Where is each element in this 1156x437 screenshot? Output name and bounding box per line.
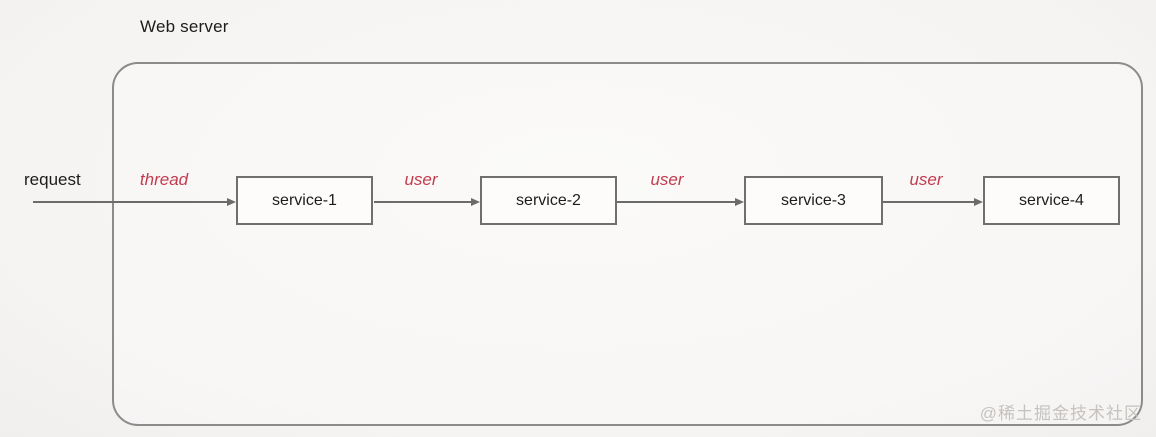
node-service-4: service-4 (983, 176, 1120, 225)
arrow-service-2-to-service-3 (613, 197, 744, 206)
edge-label-user-3: user (909, 170, 943, 189)
arrow-service-3-to-service-4 (883, 197, 983, 206)
node-service-2: service-2 (480, 176, 617, 225)
node-service-3: service-3 (744, 176, 883, 225)
edge-label-user-2: user (650, 170, 684, 189)
arrow-service-1-to-service-2 (374, 197, 480, 206)
request-label: request (24, 170, 81, 189)
arrow-request-to-service-1 (33, 197, 236, 206)
watermark: @稀土掘金技术社区 (979, 404, 1142, 423)
web-server-title: Web server (140, 17, 229, 36)
edge-label-thread: thread (139, 170, 189, 189)
edge-label-user-1: user (404, 170, 438, 189)
node-service-1: service-1 (236, 176, 373, 225)
node-service-3-label: service-3 (781, 191, 846, 209)
web-server-boundary (112, 62, 1143, 426)
node-service-1-label: service-1 (272, 191, 337, 209)
node-service-4-label: service-4 (1019, 191, 1084, 209)
node-service-2-label: service-2 (516, 191, 581, 209)
